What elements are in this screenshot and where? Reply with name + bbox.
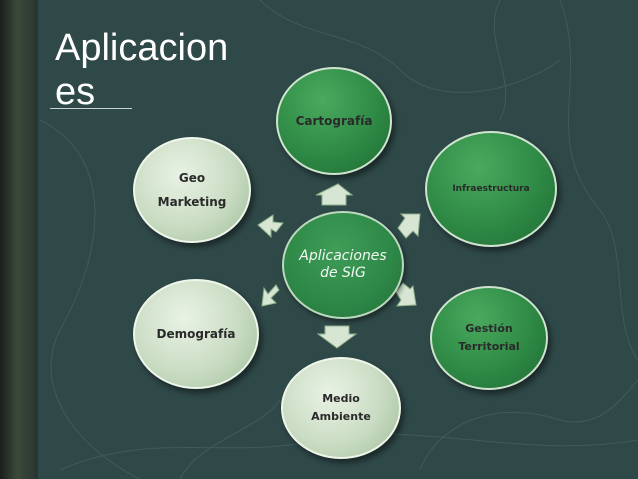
- node-medio-line1: Medio: [322, 392, 360, 405]
- arrow-to-demografia: [261, 284, 280, 307]
- arrow-to-gestion: [395, 282, 417, 307]
- title-underline: [50, 108, 132, 109]
- arrow-to-geo: [257, 214, 284, 239]
- node-gestion-line1: Gestión: [465, 322, 513, 335]
- arrow-to-infraestructura: [397, 213, 421, 239]
- node-geo-line1: Geo: [178, 171, 206, 185]
- node-demografia-label: Demografía: [156, 327, 236, 341]
- node-geo-line2: Marketing: [157, 195, 227, 209]
- node-infraestructura-label: Infraestructura: [452, 184, 530, 194]
- node-gestion-territorial: Gestión Territorial: [430, 286, 548, 390]
- node-medio-line2: Ambiente: [311, 410, 371, 423]
- center-label: Aplicaciones de SIG: [299, 248, 387, 281]
- center-node: Aplicaciones de SIG: [282, 211, 404, 319]
- arrow-to-cartografia: [315, 183, 354, 206]
- node-gestion-line2: Territorial: [458, 340, 520, 353]
- node-cartografia: Cartografía: [276, 67, 392, 175]
- arrow-to-medio: [316, 325, 358, 349]
- node-medio-ambiente: Medio Ambiente: [281, 357, 401, 459]
- node-cartografia-label: Cartografía: [295, 114, 373, 128]
- node-infraestructura: Infraestructura: [425, 131, 557, 247]
- node-geo-marketing: Geo Marketing: [133, 137, 251, 243]
- left-decorative-strip: [0, 0, 38, 479]
- page-title: Aplicaciones: [55, 27, 229, 113]
- node-demografia: Demografía: [133, 279, 259, 389]
